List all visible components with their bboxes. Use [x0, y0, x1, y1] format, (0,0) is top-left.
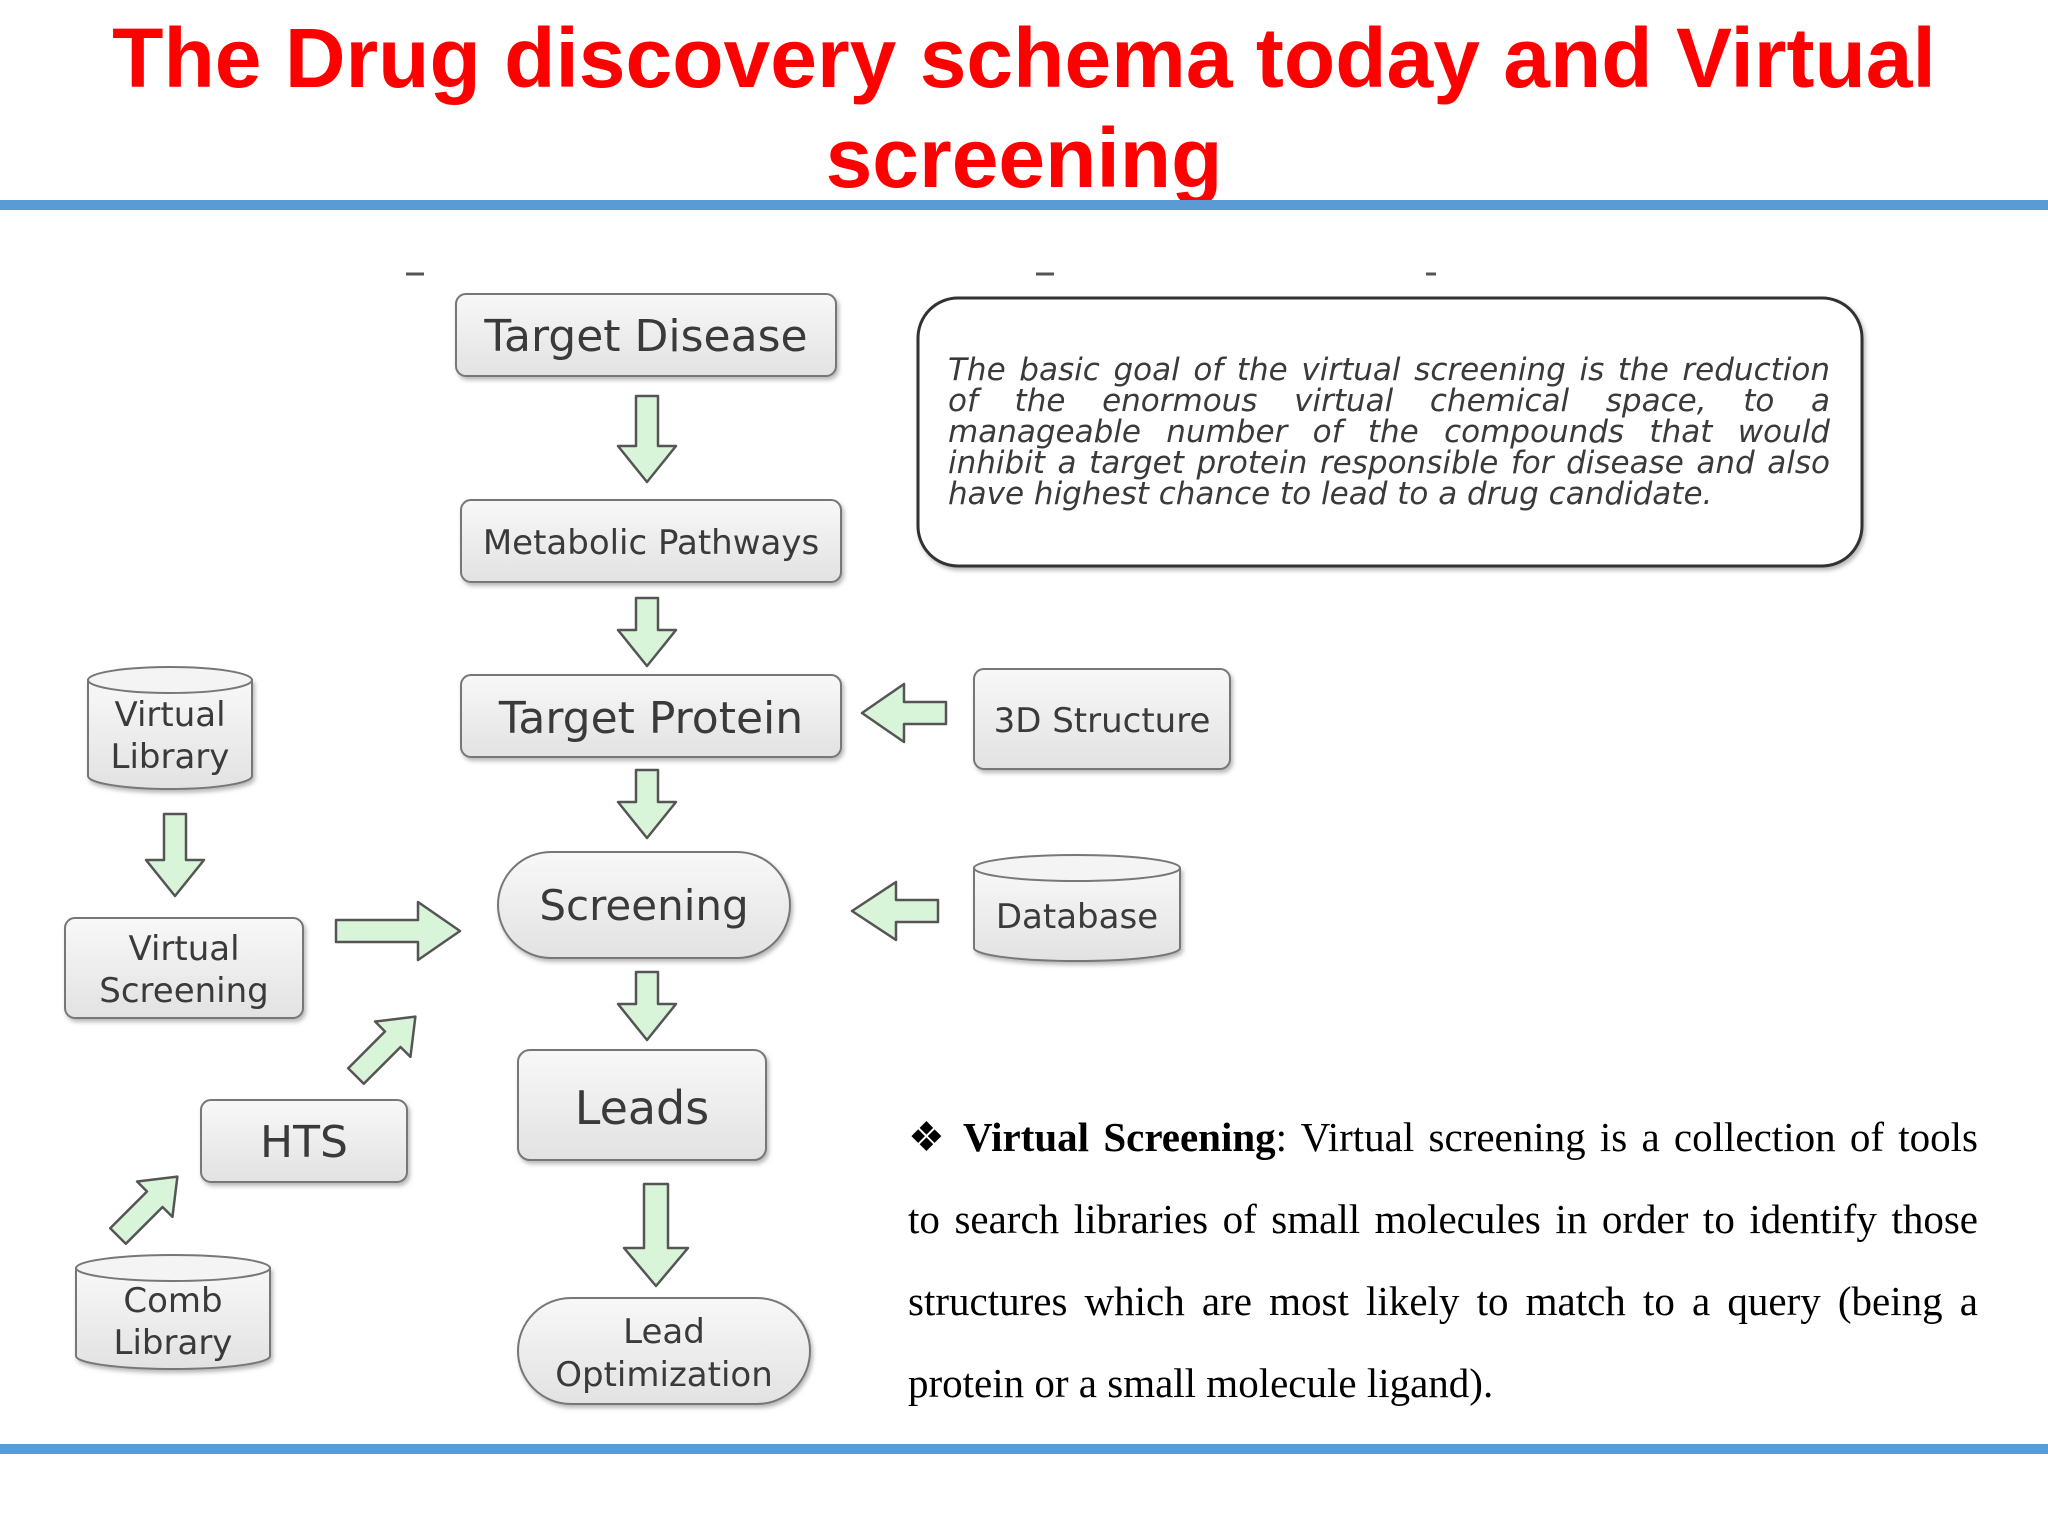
title-line-1: The Drug discovery schema today and Virt… — [112, 11, 1936, 105]
arrow-hts-to-screening — [346, 1015, 417, 1086]
comb-library-line-1: Comb — [123, 1281, 222, 1321]
hts-box: HTS — [200, 1099, 408, 1183]
arrow-vlibrary-to-vscreening — [144, 812, 206, 898]
arrow-vscreening-to-screening — [334, 900, 462, 962]
comb-library-cylinder: Comb Library — [75, 1254, 271, 1370]
target-protein-label: Target Protein — [498, 693, 803, 744]
diamond-bullet-icon: ❖ — [908, 1114, 949, 1160]
lead-optimization-box: Lead Optimization — [517, 1297, 811, 1405]
arrow-screening-to-leads — [616, 970, 678, 1042]
virtual-screening-line-1: Virtual — [128, 929, 239, 969]
screening-box: Screening — [497, 851, 791, 959]
arrow-protein-to-screening — [616, 768, 678, 840]
lead-optimization-line-2: Optimization — [555, 1355, 773, 1395]
arrow-3dstructure-to-protein — [860, 682, 948, 744]
virtual-screening-definition: ❖ Virtual Screening: Virtual screening i… — [908, 1096, 1978, 1424]
leads-box: Leads — [517, 1049, 767, 1161]
structure-3d-box: 3D Structure — [973, 668, 1231, 770]
screening-label: Screening — [539, 881, 748, 930]
arrow-disease-to-pathways — [616, 394, 678, 484]
title-line-2: screening — [825, 111, 1223, 205]
definition-text: : Virtual screening is a collection of t… — [908, 1114, 1978, 1406]
page-title: The Drug discovery schema today and Virt… — [0, 8, 2048, 208]
top-rule — [0, 200, 2048, 210]
hts-label: HTS — [260, 1117, 348, 1168]
definition-term: Virtual Screening — [963, 1114, 1276, 1160]
target-disease-label: Target Disease — [483, 311, 807, 362]
virtual-library-line-2: Library — [111, 737, 230, 777]
arrow-pathways-to-protein — [616, 596, 678, 668]
database-label: Database — [996, 897, 1158, 937]
virtual-library-cylinder: Virtual Library — [87, 666, 253, 790]
metabolic-pathways-label: Metabolic Pathways — [483, 523, 819, 563]
arrow-database-to-screening — [850, 880, 940, 942]
target-disease-box: Target Disease — [455, 293, 837, 377]
goal-callout-text: The basic goal of the virtual screening … — [948, 352, 1830, 512]
metabolic-pathways-box: Metabolic Pathways — [460, 499, 842, 583]
structure-3d-label: 3D Structure — [994, 701, 1211, 741]
arrow-leads-to-optimization — [622, 1182, 690, 1288]
leads-label: Leads — [575, 1081, 709, 1135]
arrow-comblibrary-to-hts — [108, 1175, 179, 1246]
goal-callout-box — [916, 296, 1864, 568]
target-protein-box: Target Protein — [460, 674, 842, 758]
bottom-rule — [0, 1444, 2048, 1454]
lead-optimization-line-1: Lead — [623, 1312, 705, 1352]
comb-library-line-2: Library — [114, 1323, 233, 1363]
virtual-screening-line-2: Screening — [99, 971, 268, 1011]
virtual-screening-box: Virtual Screening — [64, 917, 304, 1019]
database-cylinder: Database — [973, 854, 1181, 962]
virtual-library-line-1: Virtual — [114, 695, 225, 735]
